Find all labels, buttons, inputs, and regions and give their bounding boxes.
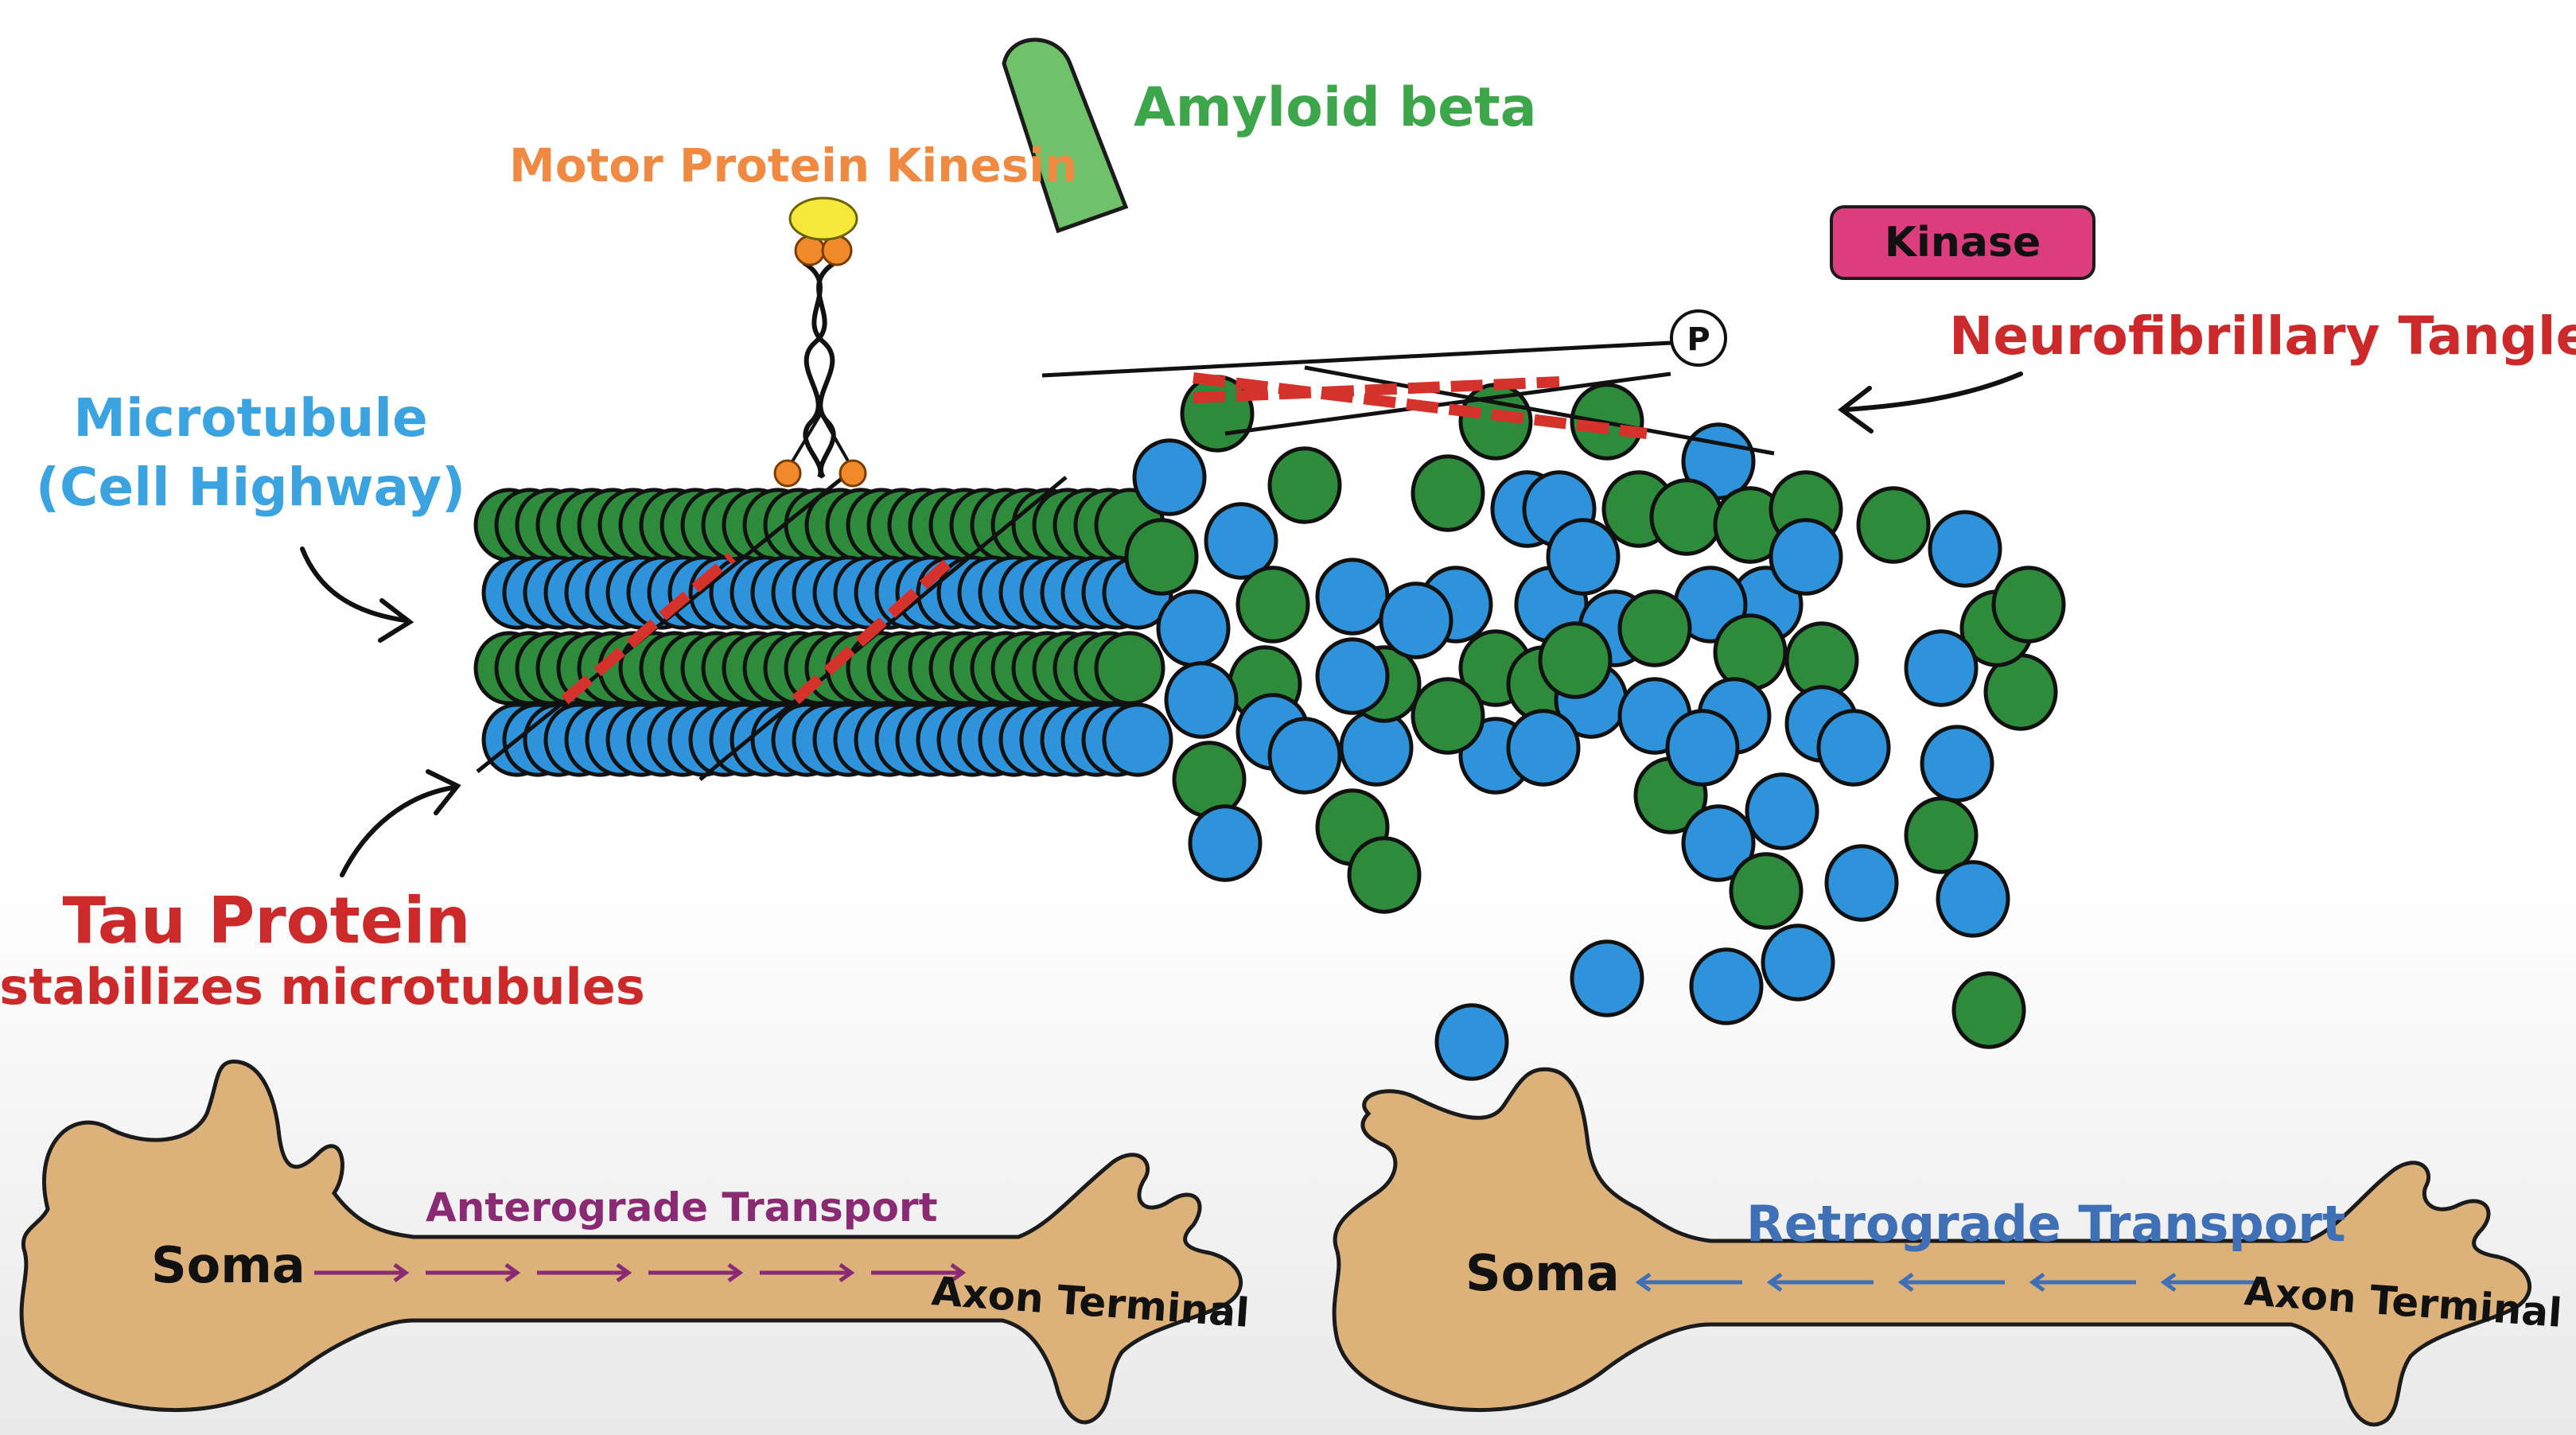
- tubulin-beta: [1156, 589, 1231, 667]
- tubulin-beta: [1936, 860, 2010, 938]
- tubulin-beta: [1665, 709, 1740, 787]
- microtubule-intact: [473, 488, 1173, 777]
- tubulin-alpha: [1235, 566, 1310, 644]
- anterograde-arrows: [314, 1262, 967, 1283]
- tubulin-alpha: [1617, 589, 1692, 667]
- tubulin-beta: [1816, 709, 1891, 787]
- amyloid-beta-fibril: [1002, 37, 1129, 234]
- right-soma-label: Soma: [1465, 1244, 1620, 1302]
- kinase-label: Kinase: [1885, 219, 2041, 266]
- tubulin-alpha: [1411, 454, 1485, 532]
- tubulin-alpha: [1172, 741, 1247, 819]
- tubulin-alpha: [1538, 621, 1613, 699]
- kinase-badge: Kinase: [1830, 205, 2095, 280]
- transport-arrow: [871, 1262, 967, 1283]
- tubulin-beta: [1339, 709, 1414, 787]
- transport-arrow: [648, 1262, 744, 1283]
- transport-arrow: [426, 1262, 521, 1283]
- transport-arrow: [314, 1262, 410, 1283]
- phosphate-marker: P: [1670, 309, 1727, 367]
- microtubule-disintegrating: [1124, 375, 2066, 1081]
- tubulin-alpha: [1713, 613, 1788, 691]
- retrograde-transport-label: Retrograde Transport: [1746, 1195, 2346, 1253]
- microtubule-pointer-arrow: [300, 546, 408, 623]
- neuron-left: [19, 1059, 1243, 1425]
- tau-protein-sublabel: stabilizes microtubules: [0, 958, 645, 1016]
- tubulin-beta: [1267, 717, 1342, 795]
- tubulin-beta: [1570, 939, 1644, 1017]
- tubulin-beta: [1904, 629, 1979, 707]
- tubulin-alpha: [1094, 631, 1165, 706]
- tangle-pointer-arrow: [1843, 371, 2023, 412]
- tubulin-beta: [1188, 804, 1263, 882]
- transport-arrow: [760, 1262, 855, 1283]
- tubulin-beta: [1920, 725, 1994, 803]
- microtubule-arrowhead: [378, 598, 414, 643]
- tubulin-beta: [1928, 510, 2002, 588]
- tau-protein-strands: [476, 476, 1068, 781]
- microtubule-label: Microtubule: [73, 387, 427, 449]
- anterograde-transport-label: Anterograde Transport: [426, 1184, 937, 1231]
- tubulin-beta: [1315, 558, 1390, 636]
- tubulin-beta: [1132, 438, 1207, 516]
- tubulin-beta: [1745, 772, 1819, 850]
- kinesin-motor-protein: [773, 196, 867, 488]
- tubulin-alpha: [1411, 677, 1485, 755]
- neurofibrillary-tangle-strands: [1041, 340, 1775, 456]
- tubulin-beta: [1102, 702, 1173, 777]
- tubulin-alpha: [1267, 446, 1342, 524]
- kinesin-label: Motor Protein Kinesin: [509, 138, 1077, 192]
- tangle-label: Neurofibrillary Tangle: [1949, 305, 2576, 367]
- tubulin-beta: [1434, 1003, 1509, 1081]
- tubulin-alpha: [1649, 478, 1724, 556]
- pointer-arrows: [300, 371, 2023, 877]
- tubulin-alpha: [1951, 971, 2026, 1049]
- tau-arrowhead: [426, 769, 461, 815]
- tubulin-beta: [1681, 804, 1756, 882]
- tubulin-beta: [1164, 661, 1239, 739]
- tubulin-beta: [1379, 581, 1453, 659]
- tubulin-alpha: [1124, 518, 1199, 596]
- phosphate-label: P: [1687, 321, 1710, 358]
- tubulin-alpha: [1729, 852, 1804, 930]
- microtubule-sublabel: (Cell Highway): [36, 457, 465, 518]
- tubulin-beta: [1761, 924, 1835, 1001]
- tubulin-beta: [1204, 502, 1278, 580]
- tubulin-beta: [1769, 518, 1843, 596]
- transport-arrow: [2160, 1272, 2267, 1293]
- amyloid-beta-label: Amyloid beta: [1134, 76, 1537, 139]
- tubulin-beta: [1546, 518, 1621, 596]
- retrograde-arrows: [1635, 1272, 2267, 1293]
- left-soma-label: Soma: [151, 1236, 305, 1294]
- tubulin-alpha: [1856, 486, 1931, 564]
- tubulin-alpha: [1991, 566, 2066, 644]
- transport-arrow: [1635, 1272, 1742, 1293]
- transport-arrow: [1766, 1272, 1874, 1293]
- tau-pointer-arrow: [340, 785, 456, 877]
- tubulin-alpha: [1347, 836, 1422, 914]
- tubulin-beta: [1506, 709, 1581, 787]
- transport-arrow: [1897, 1272, 2005, 1293]
- neuron-right: [1332, 1067, 2532, 1427]
- transport-arrow: [2029, 1272, 2136, 1293]
- transport-arrow: [537, 1262, 632, 1283]
- tubulin-beta: [1315, 637, 1390, 715]
- tau-protein-label: Tau Protein: [63, 884, 471, 958]
- tubulin-beta: [1824, 844, 1899, 922]
- tangle-arrowhead: [1838, 386, 1874, 434]
- tubulin-beta: [1689, 947, 1764, 1025]
